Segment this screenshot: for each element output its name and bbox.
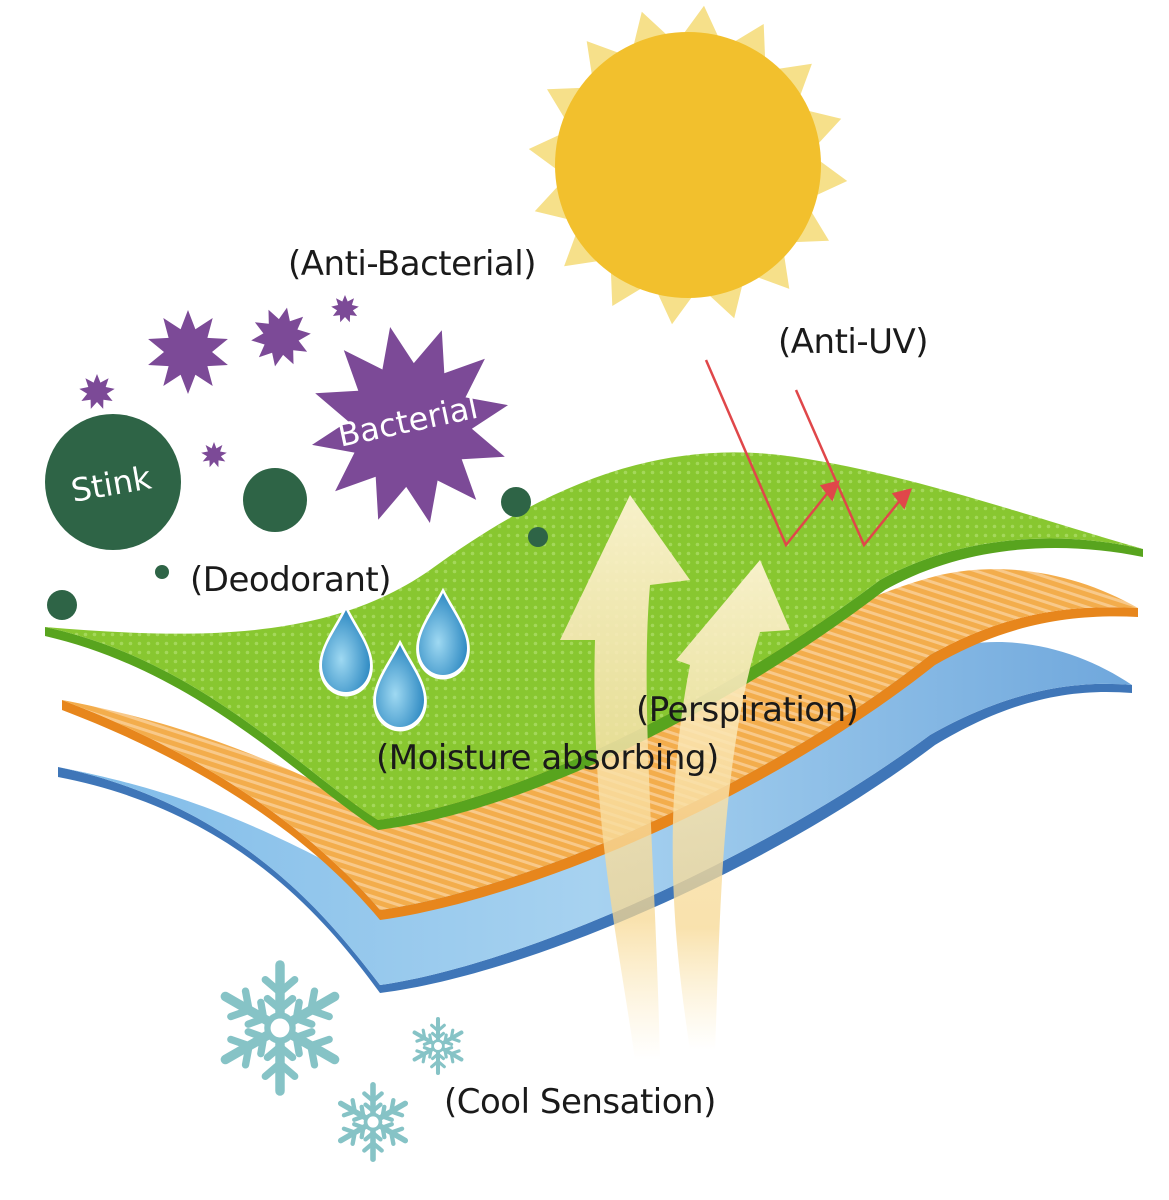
stink-particle-icon: [45, 414, 548, 620]
bottom-layer: [58, 642, 1132, 993]
moisture-absorbing-label: (Moisture absorbing): [376, 738, 719, 778]
uv-ray-icon: [704, 359, 912, 548]
perspiration-label: (Perspiration): [636, 690, 859, 730]
bacterium: [312, 327, 508, 523]
bacterium: [201, 442, 227, 468]
deodorant-label: (Deodorant): [190, 560, 392, 600]
bacterium: [148, 310, 228, 394]
bacterium: [79, 374, 115, 409]
sun-icon: [528, 5, 848, 325]
bacteria-icon: [79, 295, 508, 523]
perspiration-arrow-icon: [560, 495, 790, 1060]
anti-uv-label: (Anti-UV): [778, 322, 929, 362]
cool-sensation-label: (Cool Sensation): [444, 1082, 716, 1122]
bacterium: [331, 295, 359, 323]
snowflake-icon: [225, 965, 461, 1159]
anti-bacterial-label: (Anti-Bacterial): [288, 244, 536, 284]
bacterium: [251, 307, 311, 367]
